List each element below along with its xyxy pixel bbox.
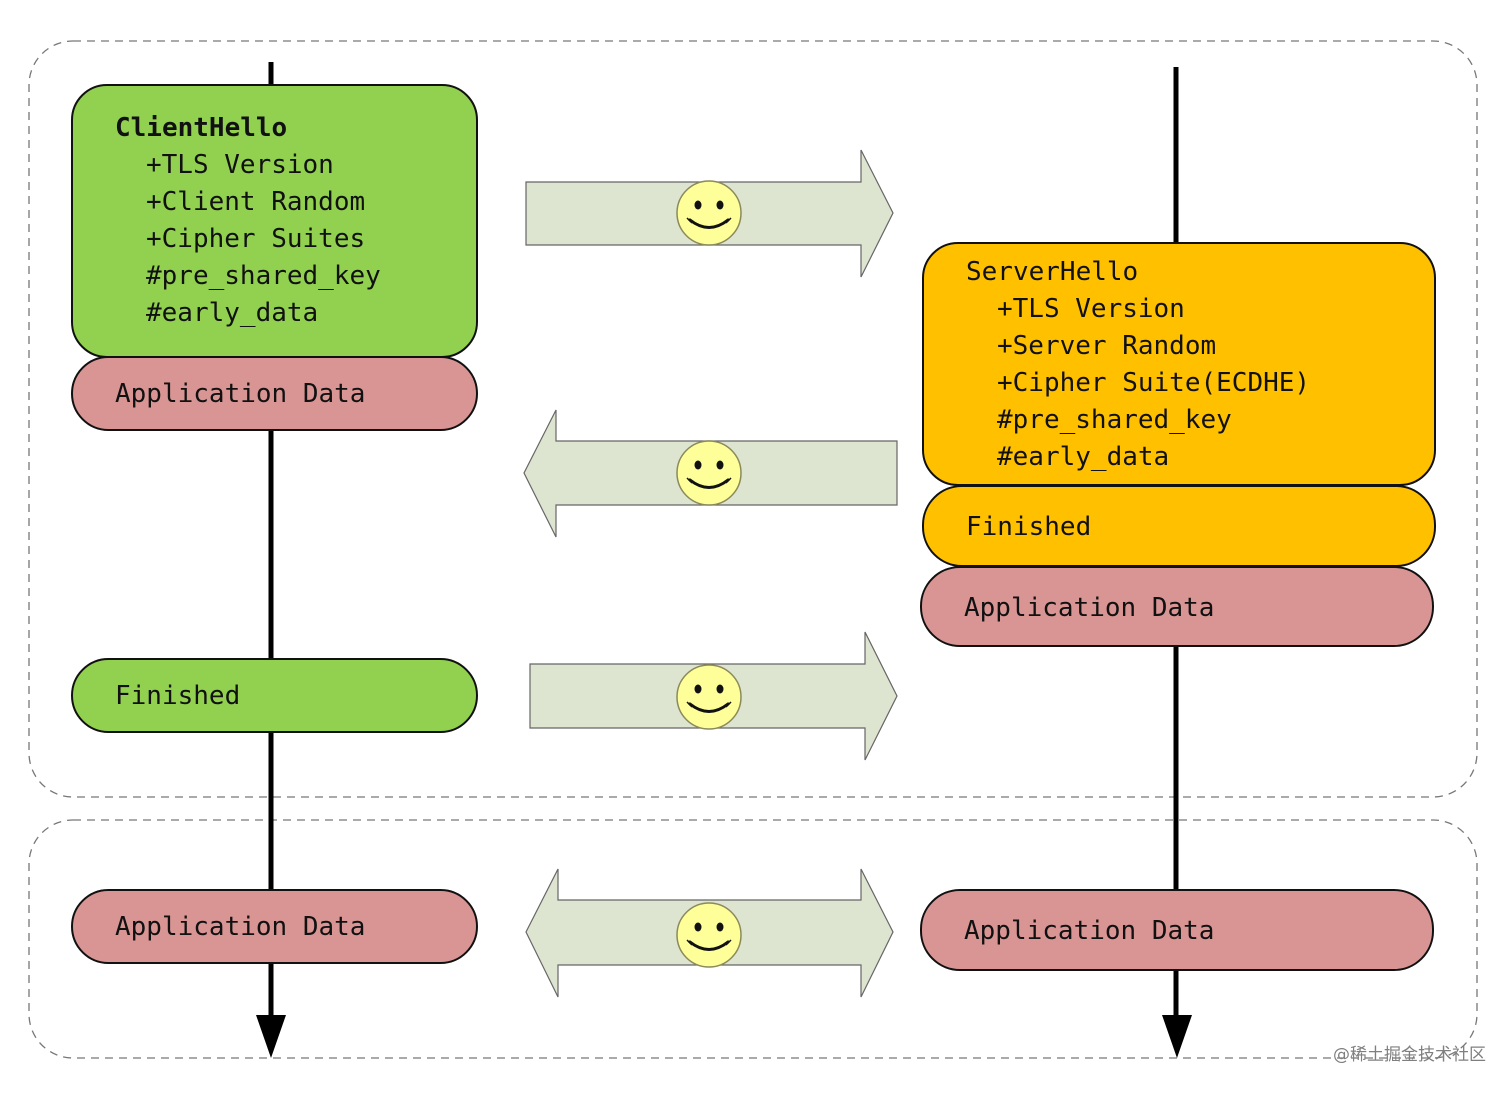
- client-application-data-box: Application Data: [71, 889, 478, 964]
- server-hello-field: #pre_shared_key: [997, 405, 1232, 435]
- client-finished-label: Finished: [115, 681, 241, 711]
- server-hello-field: +Server Random: [997, 331, 1217, 361]
- smiley-icon: [675, 901, 743, 969]
- client-timeline-arrowhead: [256, 1015, 286, 1058]
- client-hello-box: ClientHello +TLS Version +Client Random …: [71, 84, 478, 358]
- smiley-icon: [675, 663, 743, 731]
- server-hello-title: ServerHello: [966, 257, 1139, 287]
- client-early-application-data-box: Application Data: [71, 356, 478, 431]
- client-application-data-label: Application Data: [115, 912, 366, 942]
- smiley-icon: [675, 179, 743, 247]
- watermark: @稀土掘金技术社区: [1333, 1045, 1486, 1065]
- server-hello-field: +TLS Version: [997, 294, 1185, 324]
- server-finished-label: Finished: [966, 512, 1092, 542]
- client-early-application-data-label: Application Data: [115, 379, 366, 409]
- server-timeline-arrowhead: [1162, 1015, 1192, 1058]
- server-to-client-arrow: [523, 409, 898, 538]
- client-to-server-arrow-1: [525, 149, 894, 278]
- server-application-data-label-1: Application Data: [964, 593, 1215, 623]
- server-hello-box: ServerHello +TLS Version +Server Random …: [922, 242, 1436, 486]
- server-application-data-box-1: Application Data: [920, 566, 1434, 647]
- client-hello-field: +Client Random: [146, 187, 366, 217]
- server-hello-field: #early_data: [997, 442, 1170, 472]
- client-to-server-arrow-2: [529, 631, 898, 761]
- client-hello-title: ClientHello: [115, 113, 288, 143]
- client-hello-field: #pre_shared_key: [146, 261, 381, 291]
- bidirectional-arrow: [525, 868, 894, 998]
- client-hello-field: #early_data: [146, 298, 319, 328]
- server-hello-field: +Cipher Suite(ECDHE): [997, 368, 1311, 398]
- client-hello-field: +Cipher Suites: [146, 224, 366, 254]
- server-finished-box: Finished: [922, 485, 1436, 567]
- client-hello-field: +TLS Version: [146, 150, 334, 180]
- server-application-data-label-2: Application Data: [964, 916, 1215, 946]
- handshake-group-frame: [28, 40, 1478, 798]
- application-data-group-frame: [28, 819, 1478, 1059]
- smiley-icon: [675, 439, 743, 507]
- server-application-data-box-2: Application Data: [920, 889, 1434, 971]
- client-finished-box: Finished: [71, 658, 478, 733]
